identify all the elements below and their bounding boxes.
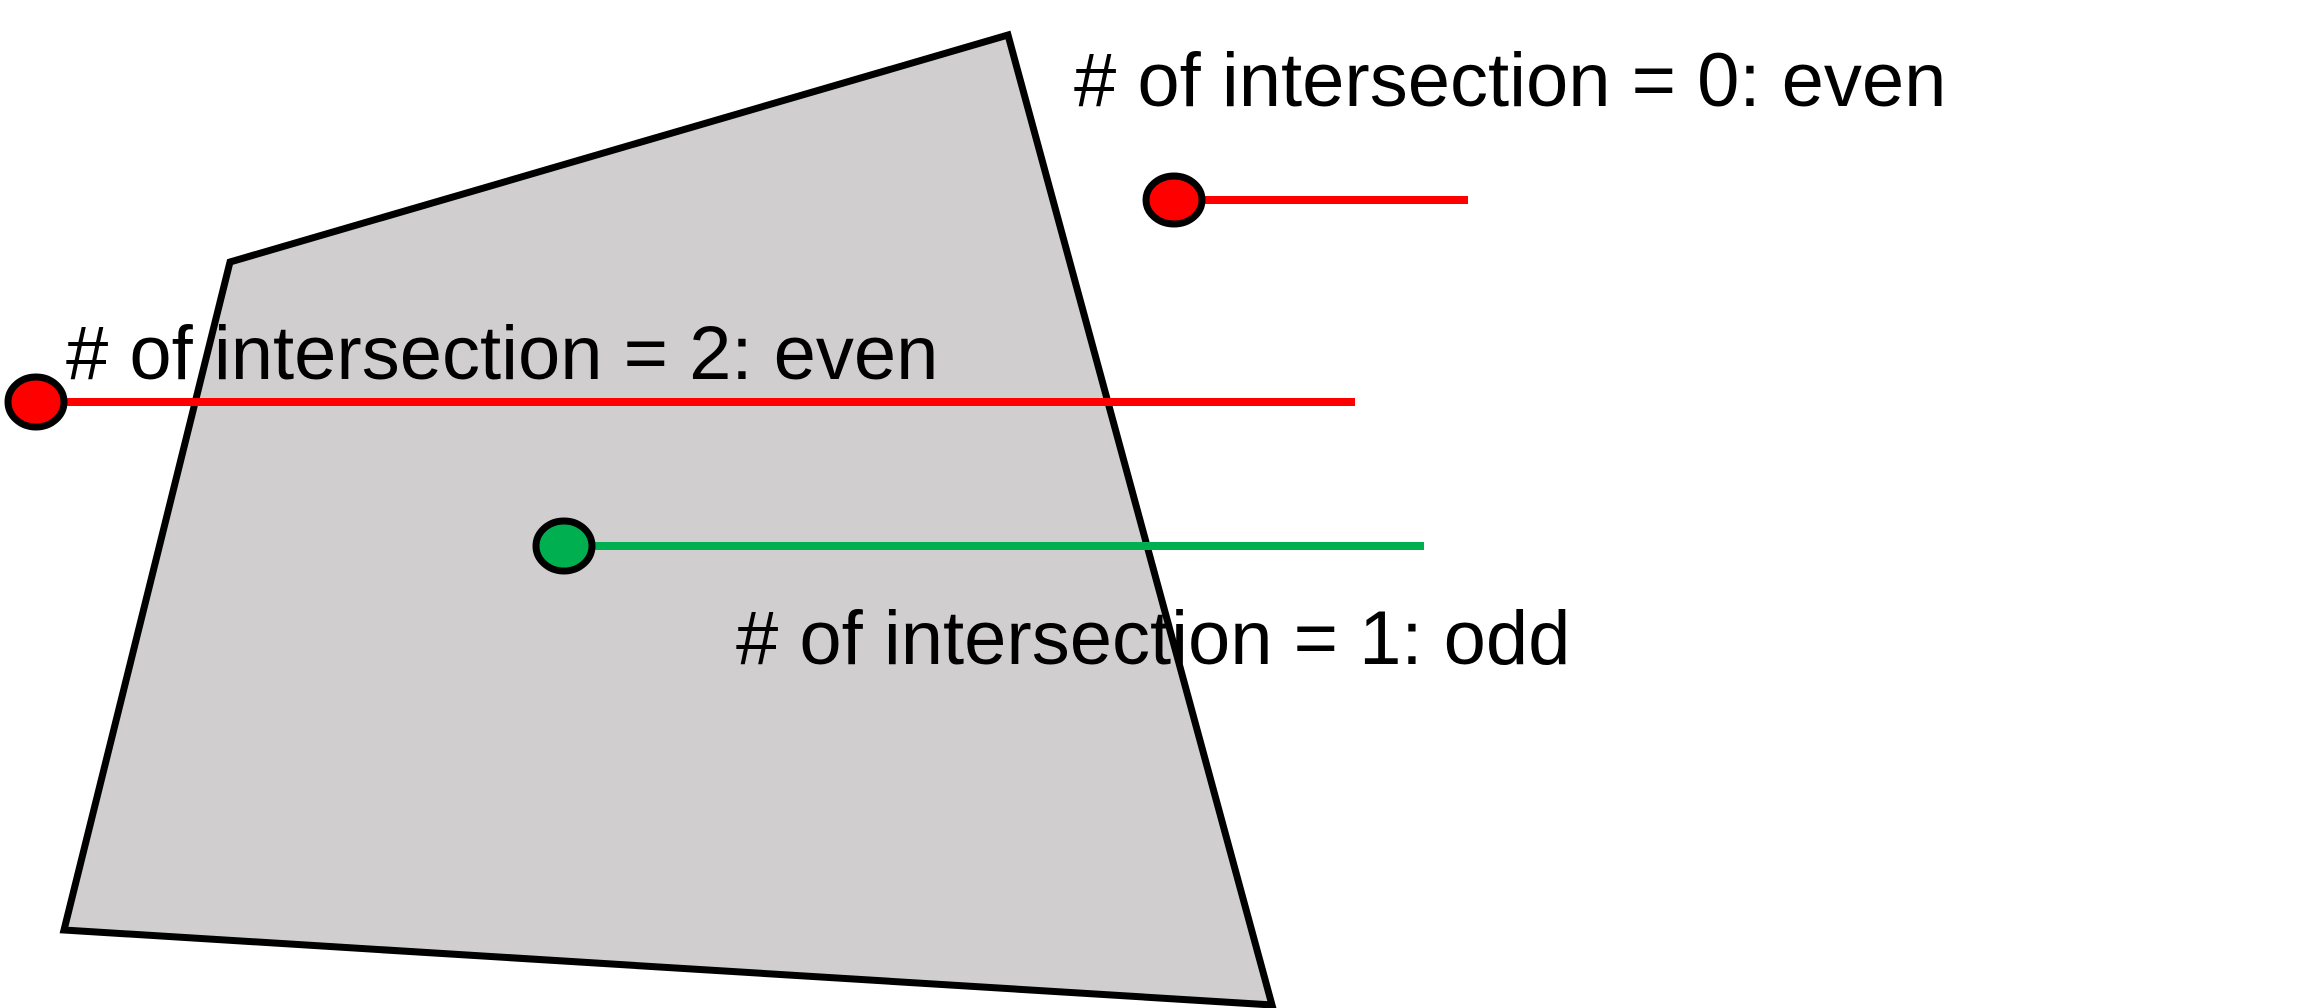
test-point-outside-top [1142,172,1206,228]
label-one-intersection: # of intersection = 1: odd [736,596,1570,681]
test-point-outside-left [4,373,68,431]
label-two-intersections: # of intersection = 2: even [66,311,938,396]
label-zero-intersections: # of intersection = 0: even [1074,38,1946,123]
test-point-inside [532,517,596,575]
polygon-shape [59,30,1277,1008]
